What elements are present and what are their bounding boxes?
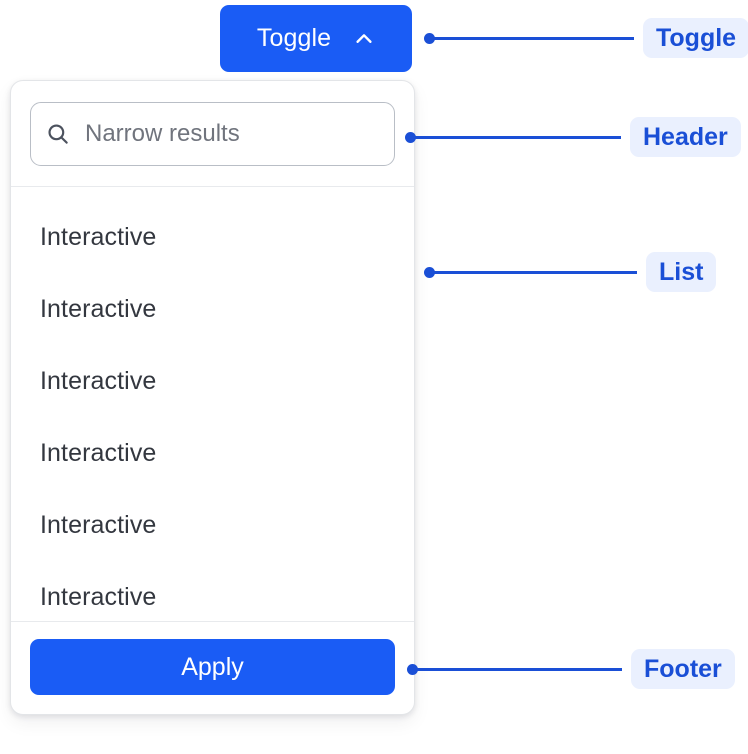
annotation-line [434,270,637,274]
annotation-dot-icon [405,131,416,143]
annotation-label: Toggle [643,17,748,59]
annotation-line [415,135,621,139]
list-item-label: Interactive [40,510,157,539]
dropdown-header [11,81,414,187]
annotation-label: Footer [631,648,735,690]
annotation-list: List [424,251,717,293]
annotation-header: Header [405,116,741,158]
list-item[interactable]: Interactive [11,489,414,561]
chevron-up-icon [353,28,375,50]
list-item-label: Interactive [40,294,157,323]
annotation-dot-icon [424,32,435,44]
dropdown-panel: Interactive Interactive Interactive Inte… [10,80,415,715]
annotation-line [434,36,634,40]
list-item-label: Interactive [40,366,157,395]
list-item-label: Interactive [40,582,157,611]
list-item[interactable]: Interactive [11,561,414,621]
toggle-button[interactable]: Toggle [220,5,412,72]
annotation-footer: Footer [407,648,735,690]
annotation-line [417,667,622,671]
apply-button[interactable]: Apply [30,639,395,695]
annotation-label: List [646,251,717,293]
search-icon [45,121,71,147]
annotation-dot-icon [424,266,435,278]
annotation-dot-icon [407,663,418,675]
list-item[interactable]: Interactive [11,417,414,489]
search-input[interactable] [85,103,395,165]
search-field[interactable] [30,102,395,166]
list-item-label: Interactive [40,438,157,467]
list-item[interactable]: Interactive [11,273,414,345]
annotation-toggle: Toggle [424,17,748,59]
toggle-button-label: Toggle [256,24,332,52]
dropdown-footer: Apply [11,621,414,714]
annotation-label: Header [630,116,741,158]
list-item-label: Interactive [40,222,157,251]
dropdown-list: Interactive Interactive Interactive Inte… [11,187,414,621]
list-item[interactable]: Interactive [11,345,414,417]
list-item[interactable]: Interactive [11,201,414,273]
